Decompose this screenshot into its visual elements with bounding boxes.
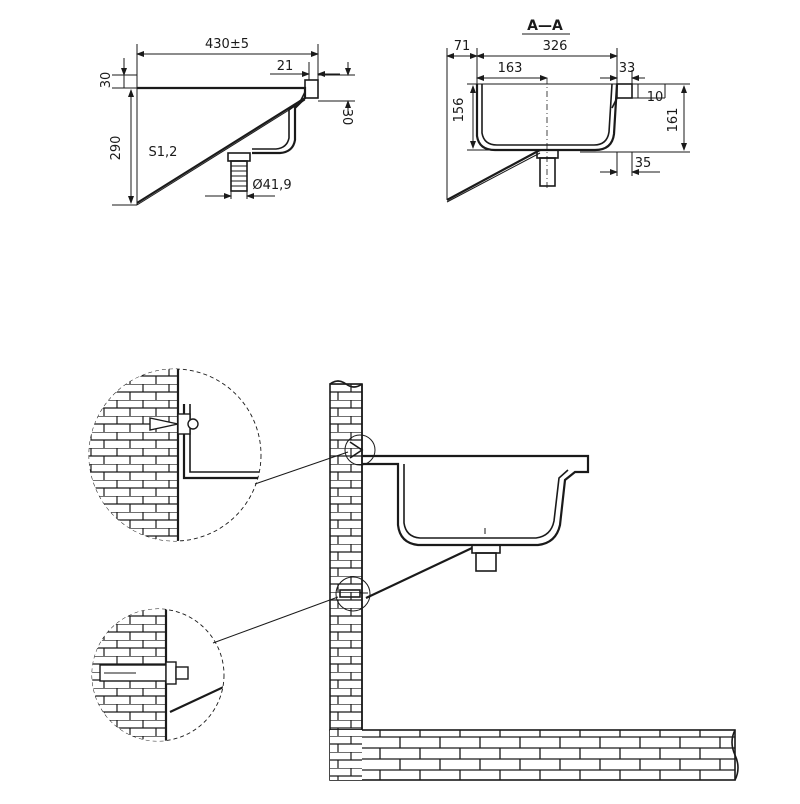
dim-lip-width: 21 — [277, 59, 294, 74]
dim-bowl-depth: 156 — [452, 98, 467, 123]
dim-rim-offset: 33 — [619, 61, 636, 76]
section-label: A—A — [527, 18, 563, 34]
installation-view — [329, 380, 739, 781]
section-view: A—A 71 326 163 33 10 156 161 — [446, 18, 690, 203]
dim-total-depth: 161 — [666, 108, 681, 133]
side-view: 430±5 21 30 290 30 Ø41,9 S1,2 — [99, 37, 355, 206]
dim-rim-height-right: 30 — [339, 109, 354, 126]
dim-overall-width: 430±5 — [205, 37, 249, 52]
dim-drain-spacing: 35 — [635, 156, 652, 171]
detail-lower-mount — [91, 596, 339, 742]
dim-rim-height-left: 30 — [99, 72, 114, 89]
detail-upper-mount — [88, 368, 349, 542]
dim-total-height: 290 — [109, 136, 124, 161]
dim-rim-step: 10 — [647, 90, 664, 105]
dim-drain-diameter: Ø41,9 — [252, 178, 291, 193]
dim-offset-left: 71 — [454, 39, 471, 54]
label-material-thickness: S1,2 — [149, 145, 178, 160]
dim-drain-offset: 163 — [498, 61, 523, 76]
dim-bowl-width: 326 — [543, 39, 568, 54]
